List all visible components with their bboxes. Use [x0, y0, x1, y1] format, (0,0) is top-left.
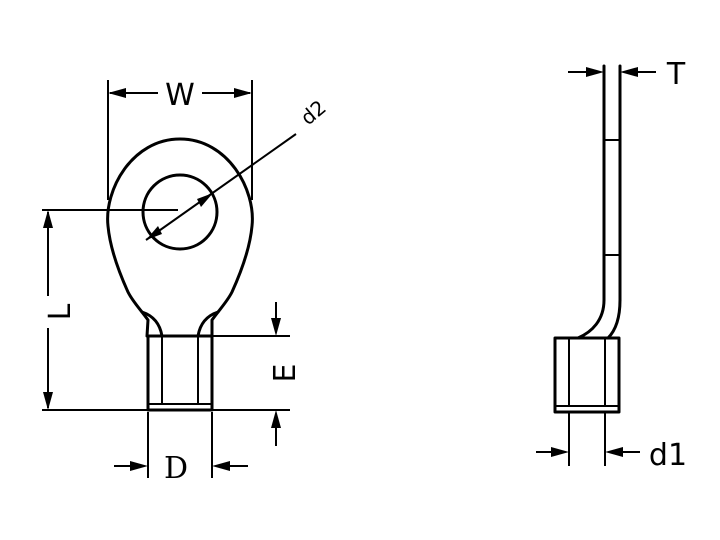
dimension-t: T — [568, 57, 686, 92]
dimension-t-label: T — [666, 57, 686, 92]
dimension-l: L — [42, 209, 178, 411]
ring-outline — [106, 137, 254, 338]
front-view — [106, 137, 254, 412]
dimension-e: E — [212, 302, 303, 446]
barrel — [146, 334, 214, 412]
side-barrel — [553, 336, 621, 414]
dimension-d-label: D — [164, 451, 188, 486]
dimension-d: D — [114, 412, 248, 486]
side-view — [553, 64, 622, 414]
dimension-d1: d1 — [536, 412, 687, 473]
dimension-e-label: E — [268, 364, 303, 383]
ring-hole — [141, 173, 219, 251]
right-shoulder — [196, 310, 220, 338]
dimension-d2-label: d2 — [296, 95, 331, 130]
left-shoulder — [140, 310, 164, 338]
dimension-d2: d2 — [145, 95, 331, 241]
dimension-d1-label: d1 — [649, 438, 687, 473]
dimension-w: W — [107, 78, 253, 200]
dimension-w-label: W — [165, 78, 195, 113]
dimension-l-label: L — [43, 303, 78, 320]
